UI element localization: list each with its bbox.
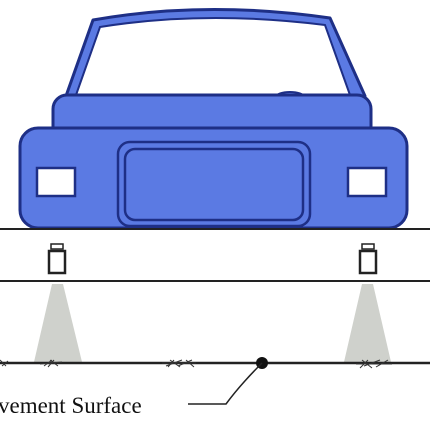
pavement-surface-label: vement Surface	[0, 393, 142, 418]
right-sensor-icon	[358, 243, 378, 275]
car-front-view-icon	[18, 8, 409, 230]
right-sensor-beam-icon	[344, 284, 391, 362]
leader-line	[188, 362, 263, 405]
windshield	[74, 17, 352, 96]
left-sensor-icon	[47, 243, 67, 275]
left-headlight	[35, 166, 77, 198]
left-sensor-beam-icon	[34, 284, 82, 362]
crack-marking-icon	[0, 359, 392, 369]
right-headlight	[346, 166, 388, 198]
grille-inner	[123, 147, 305, 222]
